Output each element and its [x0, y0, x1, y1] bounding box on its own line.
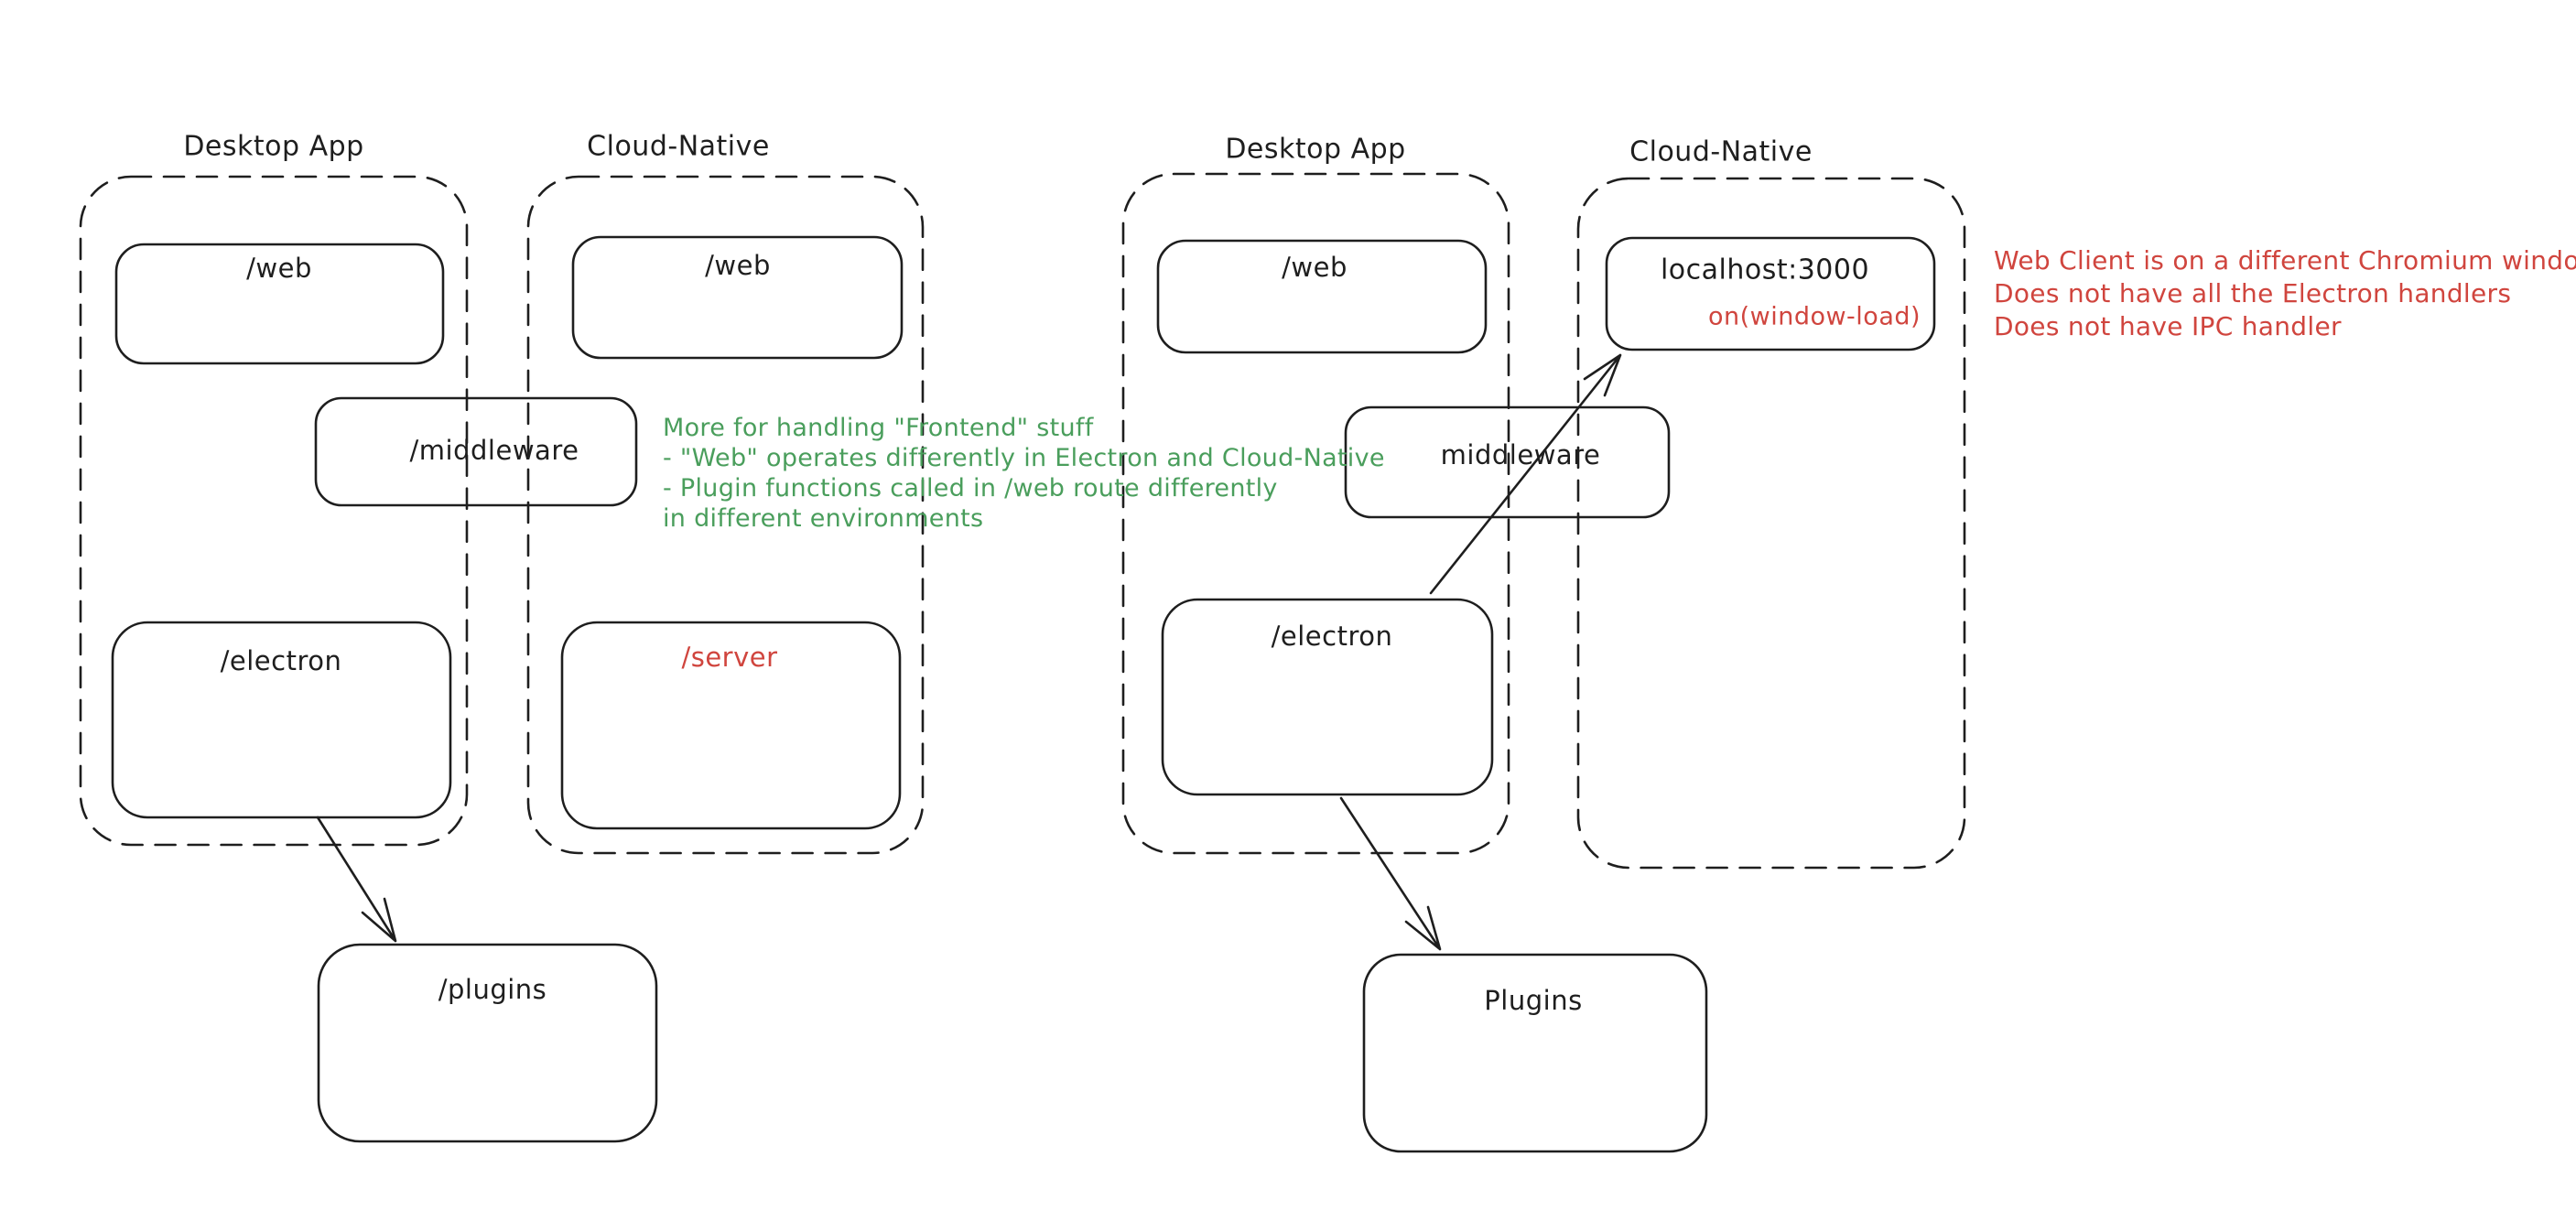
right-localhost-label: localhost:3000 — [1660, 254, 1870, 286]
right-middleware-box[interactable] — [1344, 405, 1671, 519]
left-plugins-label: /plugins — [438, 974, 547, 1005]
left-cloud-native-title: Cloud-Native — [587, 130, 770, 163]
left-desktop-app-container[interactable] — [79, 175, 469, 847]
right-desktop-app-title: Desktop App — [1225, 133, 1406, 166]
right-plugins-box[interactable] — [1362, 953, 1708, 1153]
right-cloud-native-title: Cloud-Native — [1629, 135, 1813, 168]
right-web-box[interactable] — [1156, 239, 1488, 354]
left-electron-label: /electron — [220, 645, 342, 676]
green-annotation-line-4: in different environments — [663, 504, 984, 533]
right-cloud-native-container[interactable] — [1576, 177, 1966, 870]
green-annotation[interactable]: More for handling "Frontend" stuff - "We… — [663, 413, 1385, 534]
right-web-label: /web — [1282, 252, 1348, 283]
right-arrow-electron-to-localhost[interactable] — [1429, 353, 1622, 595]
right-on-window-load-label: on(window-load) — [1707, 302, 1921, 331]
right-plugins-label: Plugins — [1484, 985, 1583, 1016]
right-electron-box[interactable] — [1161, 598, 1494, 796]
red-annotation-line-2: Does not have all the Electron handlers — [1994, 278, 2512, 308]
left-cloud-native-container[interactable] — [526, 175, 925, 855]
right-electron-label: /electron — [1271, 621, 1393, 652]
red-annotation[interactable]: Web Client is on a different Chromium wi… — [1994, 244, 2576, 343]
left-middleware-box[interactable] — [314, 396, 638, 507]
right-desktop-app-container[interactable] — [1121, 172, 1510, 855]
left-server-box[interactable] — [560, 621, 902, 830]
red-annotation-line-3: Does not have IPC handler — [1994, 311, 2342, 341]
left-web-cloud-label: /web — [705, 250, 771, 281]
left-server-label: /server — [681, 642, 778, 673]
right-arrow-electron-to-plugins[interactable] — [1339, 796, 1442, 951]
left-web-desktop-box[interactable] — [114, 243, 445, 365]
left-web-desktop-label: /web — [246, 253, 312, 284]
green-annotation-line-2: - "Web" operates differently in Electron… — [663, 444, 1385, 472]
left-desktop-app-title: Desktop App — [183, 130, 364, 163]
left-middleware-label: /middleware — [409, 435, 579, 466]
red-annotation-line-1: Web Client is on a different Chromium wi… — [1994, 245, 2576, 276]
left-arrow-electron-to-plugins[interactable] — [316, 816, 397, 943]
green-annotation-line-1: More for handling "Frontend" stuff — [663, 414, 1094, 442]
green-annotation-line-3: - Plugin functions called in /web route … — [663, 474, 1278, 503]
left-plugins-box[interactable] — [317, 943, 658, 1143]
right-localhost-box[interactable] — [1605, 236, 1936, 351]
right-middleware-label: middleware — [1440, 439, 1601, 470]
left-web-cloud-box[interactable] — [571, 235, 904, 360]
left-electron-box[interactable] — [111, 621, 452, 819]
